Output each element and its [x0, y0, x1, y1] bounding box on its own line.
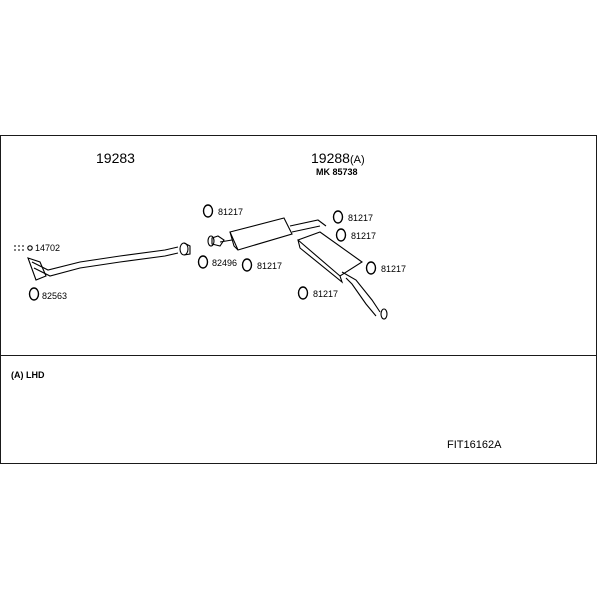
footnote-lhd: (A) LHD — [11, 370, 45, 380]
part-label-mount-3: 81217 — [348, 213, 374, 223]
assembly-suffix: (A) — [349, 154, 365, 166]
drawing-code: FIT16162A — [447, 439, 502, 451]
rings — [28, 204, 377, 301]
part-label-gasket-middle: 82496 — [212, 258, 238, 268]
part-label-mount-1: 81217 — [218, 207, 244, 217]
rear-silencer — [296, 231, 388, 320]
part-label-gasket-front: 82563 — [42, 291, 68, 301]
assembly-number-rear-text: 19288 — [311, 150, 350, 166]
part-label-mount-2: 81217 — [257, 261, 283, 271]
part-label-mount-6: 81217 — [313, 289, 339, 299]
notes-divider — [0, 355, 597, 356]
diagram-frame — [0, 135, 597, 464]
part-label-clamp: 14702 — [35, 243, 61, 253]
clamp-bolt — [14, 245, 33, 251]
part-label-mount-5: 81217 — [381, 264, 407, 274]
middle-silencer — [207, 217, 327, 251]
front-pipe — [27, 242, 191, 281]
part-label-mount-4: 81217 — [351, 231, 377, 241]
assembly-number-front: 19283 — [96, 151, 135, 165]
assembly-number-front-text: 19283 — [96, 150, 135, 166]
assembly-number-rear: 19288(A) — [311, 151, 365, 166]
kit-label: MK 85738 — [316, 167, 358, 177]
